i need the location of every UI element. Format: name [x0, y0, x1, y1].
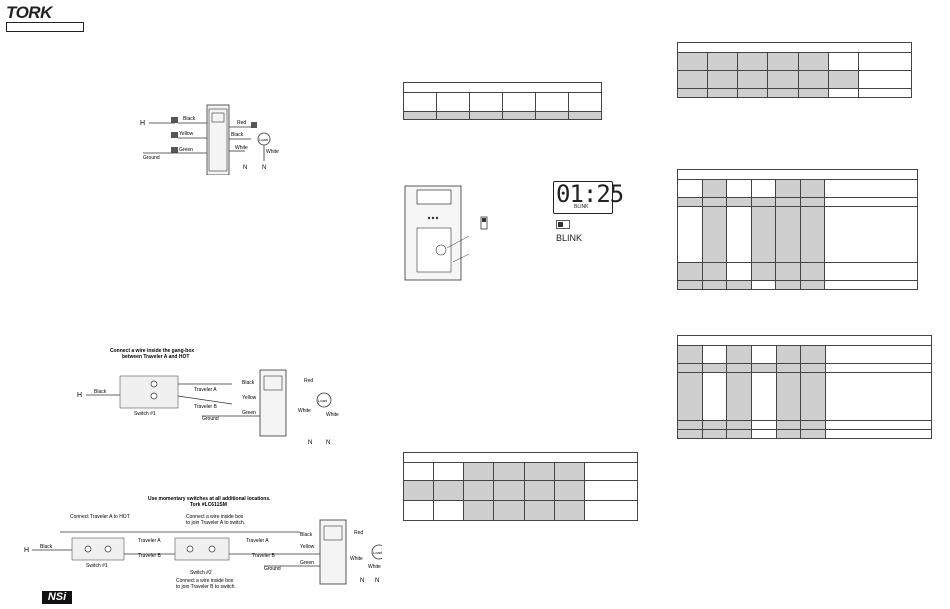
wire-label-black-out: Black: [231, 132, 244, 138]
wire-label-white2: White: [326, 412, 339, 418]
lcd-digits: 01:25: [556, 180, 624, 208]
lcd-display: [553, 181, 613, 214]
wire-nut-black: [171, 117, 178, 123]
traveler-b-label-1: Traveler B: [138, 553, 162, 559]
neutral-label-1: N: [308, 440, 312, 446]
relay-indicator-icon: [556, 220, 570, 229]
black-in-label: Black: [40, 544, 53, 550]
ground-label: Ground: [264, 566, 281, 572]
connect-a-note: Connect Traveler A to HOT: [70, 514, 130, 520]
traveler-b-label-2: Traveler B: [252, 553, 276, 559]
connect-box-b-note-1: Connect a wire inside box: [176, 578, 234, 584]
tork-logo: TORK: [6, 3, 52, 22]
note-line2: between Traveler A and HOT: [122, 354, 189, 360]
wire-label-yellow: Yellow: [242, 395, 257, 401]
dip-switch-icon: [480, 216, 488, 230]
h-label: H: [77, 392, 82, 399]
load-circle: [316, 392, 332, 408]
wire-label-red: Red: [354, 530, 363, 536]
table-b: [402, 452, 638, 521]
neutral-label-1: N: [360, 578, 364, 584]
wire-label-white1: White: [235, 145, 248, 151]
switch1-label: Switch #1: [86, 563, 108, 569]
logo-underline-box: [6, 22, 84, 32]
switch2-box: [174, 537, 230, 561]
switch2-label: Switch #2: [190, 570, 212, 576]
timer-switch-device: [206, 104, 230, 175]
wire-nut-yellow: [171, 132, 178, 138]
traveler-b-label: Traveler B: [194, 404, 218, 410]
ground-label: Ground: [143, 155, 160, 161]
wire-label-red: Red: [237, 120, 246, 126]
timer-switch-device: [319, 519, 347, 585]
wire-label-yellow: Yellow: [179, 131, 194, 137]
switch1-box: [71, 537, 125, 561]
load-label: Load: [373, 550, 382, 555]
black-in-label: Black: [94, 389, 107, 395]
wire-label-yellow: Yellow: [300, 544, 315, 550]
wire-label-green: Green: [300, 560, 314, 566]
wire-label-black: Black: [300, 532, 313, 538]
connect-box-note-1: Connect a wire inside box: [186, 514, 244, 520]
wiring-diagram-threeway: Connect a wire inside the gang-box betwe…: [77, 348, 339, 446]
blink-label: BLINK: [556, 233, 583, 243]
h-label: H: [24, 547, 29, 554]
neutral-label-2: N: [262, 165, 266, 171]
connect-box-b-note-2: to join Traveler B to switch.: [176, 584, 236, 590]
device-front-diagram: [404, 185, 470, 281]
traveler-a-label-1: Traveler A: [138, 538, 161, 544]
wire-label-black: Black: [242, 380, 255, 386]
wire-label-white2: White: [368, 564, 381, 570]
traveler-a-label-2: Traveler A: [246, 538, 269, 544]
wiring-diagram-multilocation: Use momentary switches at all additional…: [24, 496, 382, 590]
table-e: [677, 335, 932, 439]
neutral-label-1: N: [243, 165, 247, 171]
nsi-logo: NSi: [42, 591, 72, 604]
neutral-label-2: N: [326, 440, 330, 446]
timer-switch-device: [259, 369, 287, 437]
note-top-line1: Use momentary switches at all additional…: [148, 496, 271, 502]
neutral-label-2: N: [375, 578, 379, 584]
note-line1: Connect a wire inside the gang-box: [110, 348, 194, 354]
switch-label: Switch #1: [134, 411, 156, 417]
wire-label-white1: White: [350, 556, 363, 562]
switch-box: [119, 375, 179, 409]
table-a: [403, 82, 602, 120]
load-circle: [371, 544, 382, 560]
connect-box-note-2: to join Traveler A to switch.: [186, 520, 245, 526]
wire-label-white1: White: [298, 408, 311, 414]
wire-nut-green: [171, 147, 178, 153]
load-label: Load: [259, 137, 268, 142]
wire-label-green: Green: [179, 147, 193, 153]
note-top-line2: Tork #LC611SM: [190, 502, 227, 508]
load-label: Load: [318, 398, 327, 403]
table-d: [677, 169, 918, 290]
wiring-diagram-single: H Black Yellow Ground Green Red Black Lo…: [140, 104, 279, 175]
lcd-blink-small: BLINK: [574, 204, 589, 210]
h-label: H: [140, 120, 145, 127]
wire-label-black: Black: [183, 116, 196, 122]
table-c: [676, 42, 912, 98]
ground-label: Ground: [202, 416, 219, 422]
traveler-a-label: Traveler A: [194, 387, 217, 393]
wire-label-red: Red: [304, 378, 313, 384]
wire-label-white2: White: [266, 149, 279, 155]
wire-label-green: Green: [242, 410, 256, 416]
